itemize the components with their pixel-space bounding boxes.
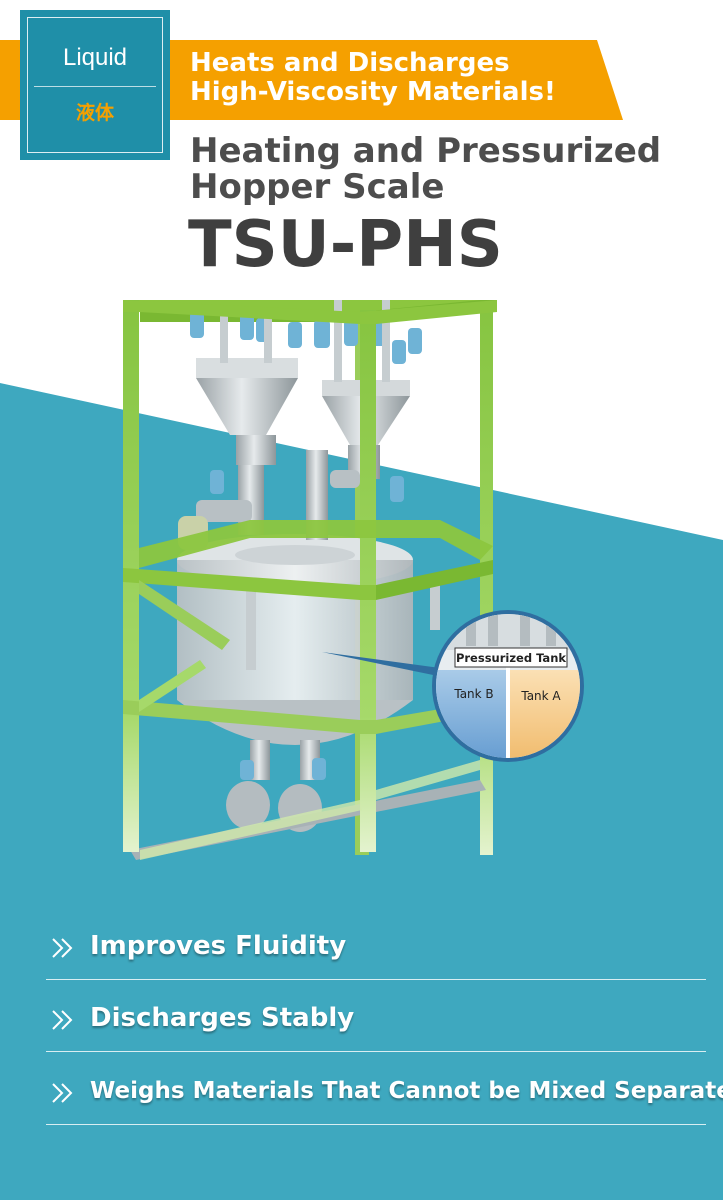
subtitle-line-2: Hopper Scale (190, 167, 445, 207)
badge-divider (34, 86, 156, 87)
banner-line-2: High-Viscosity Materials! (190, 77, 556, 107)
double-chevron-right-icon (52, 1083, 73, 1103)
feature-label-3: Weighs Materials That Cannot be Mixed Se… (90, 1078, 723, 1104)
badge-border (27, 17, 163, 153)
pressurized-tank-label: Pressurized Tank (456, 651, 566, 665)
tank-a-label: Tank A (520, 689, 561, 703)
feature-item-3: Weighs Materials That Cannot be Mixed Se… (46, 1074, 723, 1125)
banner-line-1: Heats and Discharges (190, 48, 510, 78)
tank-callout: Pressurized Tank Tank B Tank A (432, 610, 584, 762)
feature-item-2: Discharges Stably (46, 1001, 706, 1052)
feature-label-2: Discharges Stably (90, 1003, 355, 1033)
product-subtitle: Heating and Pressurized Hopper Scale (190, 133, 661, 205)
hopper-left (196, 358, 298, 465)
top-pipes (220, 300, 390, 382)
subtitle-line-1: Heating and Pressurized (190, 131, 662, 171)
double-chevron-right-icon (52, 1010, 73, 1030)
double-chevron-right-icon (52, 938, 73, 958)
pressurized-tank-label-box (454, 647, 568, 668)
category-label-en: Liquid (62, 44, 128, 71)
category-badge: Liquid 液体 (20, 10, 170, 160)
model-number: TSU-PHS (188, 208, 503, 282)
frame-front (123, 300, 497, 860)
banner-headline: Heats and Discharges High-Viscosity Mate… (190, 49, 556, 107)
category-label-jp: 液体 (75, 102, 114, 124)
callout-pointer (322, 652, 440, 676)
feature-item-1: Improves Fluidity (46, 929, 706, 980)
feature-label-1: Improves Fluidity (90, 931, 347, 961)
tank-b-label: Tank B (453, 687, 493, 701)
